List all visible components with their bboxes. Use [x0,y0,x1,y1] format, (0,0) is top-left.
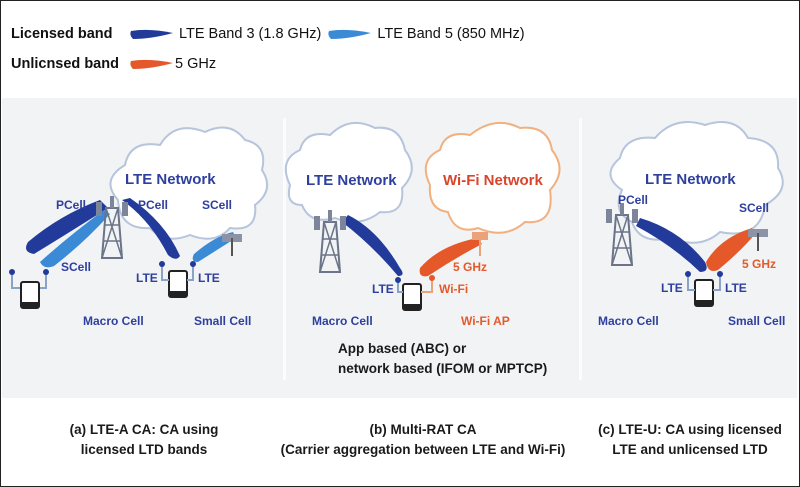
macro-tower-icon [313,209,347,273]
aggregation-note: App based (ABC) or network based (IFOM o… [338,339,547,379]
lte-label: LTE [725,281,747,295]
legend-band3-label: LTE Band 3 (1.8 GHz) [179,26,322,42]
pcell-beam-band3 [122,198,180,259]
legend-licensed: Licensed band LTE Band 3 (1.8 GHz) LTE B… [11,26,531,42]
wifi-ap-icon [472,232,488,256]
5ghz-label: 5 GHz [742,257,777,271]
caption-b-line1: (b) Multi-RAT CA [369,422,477,437]
small-cell-icon [747,228,769,252]
phone-icon [694,279,714,307]
pcell-label: PCell [56,198,87,212]
caption-c-line2: LTE and unlicensed LTD [612,442,768,457]
aggregation-note-line2: network based (IFOM or MPTCP) [338,361,548,376]
scell-beam-band5 [40,210,110,268]
beam-orange-icon [130,59,173,69]
scell-label: SCell [739,201,770,215]
macro-tower-icon [605,202,639,266]
legend-unlicensed-title: Unlicnsed band [11,56,119,72]
lte-network-label: LTE Network [306,172,397,189]
lte-label: LTE [372,282,394,296]
legend-unlicensed: Unlicnsed band 5 GHz [11,56,222,72]
caption-c: (c) LTE-U: CA using licensed LTE and unl… [580,420,800,460]
lte-label: LTE [198,271,220,285]
macro-tower-icon [95,195,129,259]
caption-b-line2: (Carrier aggregation between LTE and Wi-… [280,442,566,457]
pcell-label: PCell [138,198,169,212]
phone-icon [20,281,40,309]
phone-icon [168,270,188,298]
5ghz-label: 5 GHz [453,260,488,274]
pcell-beam-band3 [636,218,707,272]
wifi-label: Wi-Fi [439,282,469,296]
legend-band5-label: LTE Band 5 (850 MHz) [377,26,525,42]
pcell-label: PCell [618,193,649,207]
macro-cell-label: Macro Cell [312,314,373,328]
lte-network-label: LTE Network [125,171,216,188]
phone-icon [402,283,422,311]
caption-a: (a) LTE-A CA: CA using licensed LTD band… [44,420,244,460]
caption-b: (b) Multi-RAT CA (Carrier aggregation be… [273,420,573,460]
lte-beam-band3 [342,215,403,276]
legend-5ghz-label: 5 GHz [175,56,217,72]
caption-a-line1: (a) LTE-A CA: CA using [69,422,219,437]
small-cell-icon [221,233,243,257]
lte-network-cloud [109,126,269,240]
scell-label: SCell [202,198,233,212]
beam-light-blue-icon [328,29,372,39]
panel-divider [283,118,286,380]
pcell-beam-band3 [26,200,108,254]
beam-dark-blue-icon [130,29,173,39]
wifi-network-label: Wi-Fi Network [443,172,543,189]
scell-beam-5ghz [706,228,755,271]
macro-cell-label: Macro Cell [83,314,144,328]
caption-c-line1: (c) LTE-U: CA using licensed [598,422,782,437]
lte-label: LTE [661,281,683,295]
lte-network-cloud [609,121,784,244]
wifi-network-cloud [424,121,561,234]
legend-licensed-title: Licensed band [11,26,113,42]
lte-label: LTE [136,271,158,285]
wifi-beam-5ghz [419,238,482,277]
small-cell-label: Small Cell [728,314,786,328]
scell-label: SCell [61,260,92,274]
wifi-ap-label: Wi-Fi AP [461,314,510,328]
lte-network-label: LTE Network [645,171,736,188]
panel-divider [579,118,582,380]
small-cell-label: Small Cell [194,314,252,328]
caption-a-line2: licensed LTD bands [80,442,208,457]
aggregation-note-line1: App based (ABC) or [338,341,467,356]
macro-cell-label: Macro Cell [598,314,659,328]
